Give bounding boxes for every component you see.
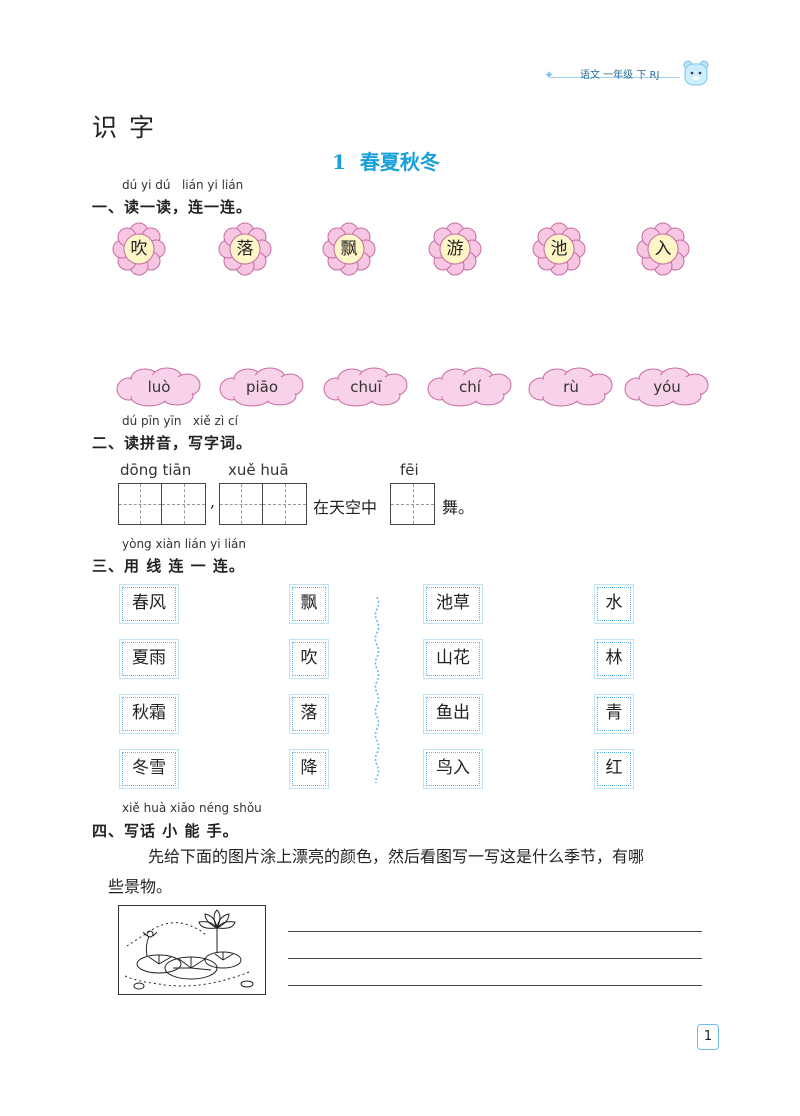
- bear-icon: [683, 60, 709, 86]
- pinyin-cloud[interactable]: piāo: [218, 367, 306, 407]
- word3-pinyin: fēi: [400, 461, 419, 479]
- word-box[interactable]: 池草: [423, 584, 483, 624]
- instruction-line-1: 先给下面的图片涂上漂亮的颜色，然后看图写一写这是什么季节，有哪: [148, 847, 645, 866]
- lotus-pond-picture[interactable]: [118, 905, 266, 995]
- star-icon: ✦: [544, 68, 555, 82]
- comma-text: ,: [210, 492, 216, 511]
- word-box[interactable]: 鱼出: [423, 694, 483, 734]
- flower-char-label: 落: [236, 239, 254, 259]
- lesson-title: 1 春夏秋冬: [332, 146, 440, 175]
- q1-heading: 一、读一读，连一连。: [92, 198, 253, 216]
- writing-line[interactable]: [288, 985, 702, 986]
- word-box[interactable]: 秋霜: [119, 694, 179, 734]
- pinyin-cloud[interactable]: chuī: [322, 367, 410, 407]
- lesson-name: 春夏秋冬: [359, 150, 440, 174]
- instruction-line-2: 些景物。: [108, 877, 173, 896]
- char-box[interactable]: 飘: [289, 584, 329, 624]
- char-box[interactable]: 吹: [289, 639, 329, 679]
- word-box[interactable]: 冬雪: [119, 749, 179, 789]
- q3-pinyin: yòng xiàn lián yi lián: [122, 537, 247, 551]
- flower-char-label: 入: [654, 239, 672, 259]
- flower-char[interactable]: 飘: [322, 222, 376, 276]
- pinyin-cloud-label: chuī: [350, 378, 382, 396]
- char-box[interactable]: 落: [289, 694, 329, 734]
- char-box[interactable]: 红: [594, 749, 634, 789]
- flower-char[interactable]: 池: [532, 222, 586, 276]
- flower-char[interactable]: 入: [636, 222, 690, 276]
- writing-grid-word2[interactable]: [219, 483, 307, 525]
- char-box[interactable]: 林: [594, 639, 634, 679]
- writing-grid-word3[interactable]: [390, 483, 435, 525]
- q3-heading: 三、用 线 连 一 连。: [92, 557, 245, 575]
- section-title: 识字: [92, 113, 167, 142]
- q4-pinyin: xiě huà xiǎo néng shǒu: [122, 801, 262, 815]
- writing-line[interactable]: [288, 958, 702, 959]
- header-text: 语文 一年级 下 RJ: [580, 70, 660, 81]
- flower-char[interactable]: 落: [218, 222, 272, 276]
- header-line: [550, 77, 680, 78]
- writing-cell[interactable]: [162, 484, 205, 524]
- writing-cell[interactable]: [263, 484, 306, 524]
- word-box[interactable]: 鸟入: [423, 749, 483, 789]
- q2-heading: 二、读拼音，写字词。: [92, 434, 253, 452]
- pinyin-cloud[interactable]: yóu: [623, 367, 711, 407]
- mid-text: 在天空中: [313, 498, 378, 517]
- q2-pinyin: dú pīn yīn xiě zì cí: [122, 414, 238, 428]
- flower-char-label: 游: [446, 239, 464, 259]
- q4-heading: 四、写话 小 能 手。: [92, 822, 239, 840]
- writing-line[interactable]: [288, 931, 702, 932]
- flower-char-label: 吹: [130, 239, 148, 259]
- lesson-number: 1: [332, 150, 346, 174]
- writing-cell[interactable]: [391, 484, 434, 524]
- end-text: 舞。: [442, 498, 475, 517]
- word1-pinyin: dōng tiān: [120, 461, 192, 479]
- pinyin-cloud[interactable]: luò: [115, 367, 203, 407]
- word-box[interactable]: 春风: [119, 584, 179, 624]
- dotted-divider: [374, 596, 380, 784]
- flower-char-label: 飘: [340, 239, 358, 259]
- char-box[interactable]: 青: [594, 694, 634, 734]
- pinyin-cloud-label: chí: [459, 378, 481, 396]
- writing-grid-word1[interactable]: [118, 483, 206, 525]
- pinyin-cloud[interactable]: chí: [426, 367, 514, 407]
- pinyin-cloud-label: yóu: [653, 378, 681, 396]
- char-box[interactable]: 降: [289, 749, 329, 789]
- q1-pinyin: dú yi dú lián yi lián: [122, 178, 244, 192]
- pinyin-cloud[interactable]: rù: [527, 367, 615, 407]
- lotus-pond-drawing: [124, 909, 254, 990]
- flower-char[interactable]: 吹: [112, 222, 166, 276]
- pinyin-cloud-label: luò: [147, 378, 171, 396]
- writing-cell[interactable]: [119, 484, 162, 524]
- word2-pinyin: xuě huā: [228, 461, 289, 479]
- writing-cell[interactable]: [220, 484, 263, 524]
- pinyin-cloud-label: rù: [563, 378, 579, 396]
- pinyin-cloud-label: piāo: [245, 378, 279, 396]
- char-box[interactable]: 水: [594, 584, 634, 624]
- flower-char[interactable]: 游: [428, 222, 482, 276]
- page-number: 1: [697, 1024, 719, 1050]
- word-box[interactable]: 夏雨: [119, 639, 179, 679]
- flower-char-label: 池: [550, 239, 568, 259]
- word-box[interactable]: 山花: [423, 639, 483, 679]
